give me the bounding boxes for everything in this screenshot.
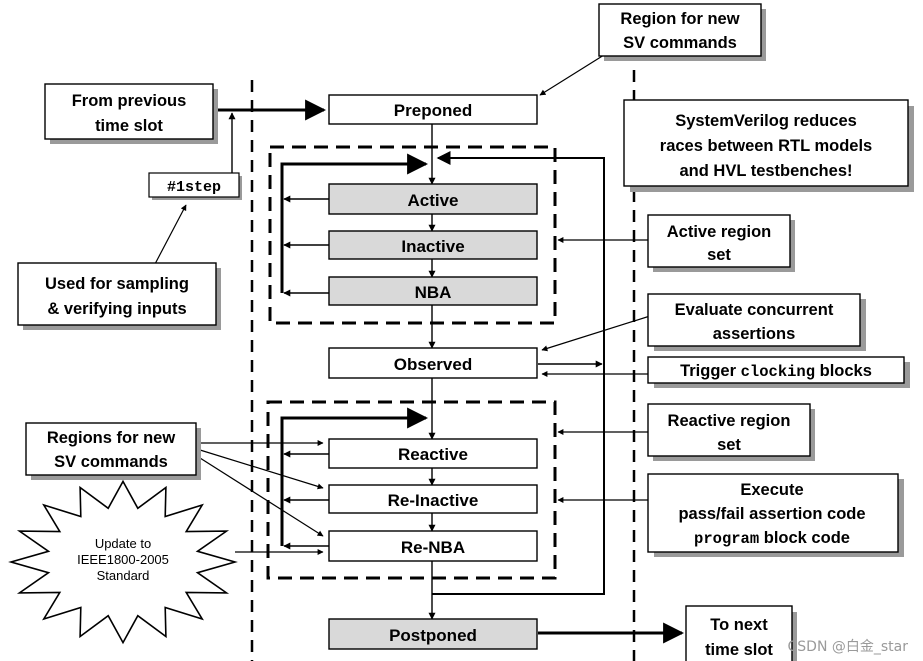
callout-sv-reduces: SystemVerilog reduces races between RTL …	[623, 99, 914, 192]
svg-text:and HVL testbenches!: and HVL testbenches!	[680, 162, 853, 180]
callout-trigger-clocking: Trigger clocking blocks	[647, 356, 910, 388]
svg-text:& verifying inputs: & verifying inputs	[47, 300, 186, 318]
callout-active-region-set: Active region set	[647, 214, 795, 272]
svg-text:#1step: #1step	[167, 179, 221, 196]
svg-text:Evaluate concurrent: Evaluate concurrent	[675, 301, 834, 319]
svg-text:set: set	[717, 436, 741, 454]
svg-text:time slot: time slot	[705, 641, 773, 659]
callout-to-next: To next time slot	[685, 605, 797, 661]
svg-text:set: set	[707, 246, 731, 264]
svg-text:From previous: From previous	[72, 92, 187, 110]
region-observed-label: Observed	[394, 355, 472, 374]
region-reactive: Reactive	[328, 438, 538, 469]
svg-text:SystemVerilog reduces: SystemVerilog reduces	[675, 112, 857, 130]
svg-text:assertions: assertions	[713, 325, 796, 343]
svg-text:Reactive region: Reactive region	[668, 412, 791, 430]
callout-evaluate-concurrent: Evaluate concurrent assertions	[647, 293, 866, 351]
region-preponed: Preponed	[328, 94, 538, 125]
callout-pointers	[154, 54, 651, 555]
region-postponed: Postponed	[328, 618, 538, 650]
callout-execute: Execute pass/fail assertion code program…	[647, 473, 904, 557]
reactive-loop	[280, 407, 429, 550]
callout-regions-new-sv: Regions for new SV commands	[25, 422, 201, 480]
svg-text:SV commands: SV commands	[54, 453, 168, 471]
svg-text:program block code: program block code	[694, 529, 850, 548]
step-label: #1step	[148, 172, 242, 200]
region-inactive: Inactive	[328, 230, 538, 260]
update-starburst: Update to IEEE1800-2005 Standard	[8, 479, 238, 645]
region-inactive-label: Inactive	[401, 237, 464, 256]
region-re-inactive: Re-Inactive	[328, 484, 538, 514]
region-preponed-label: Preponed	[394, 101, 472, 120]
svg-text:races between RTL models: races between RTL models	[660, 137, 872, 155]
region-re-inactive-label: Re-Inactive	[388, 491, 479, 510]
callout-region-new-sv: Region for new SV commands	[598, 3, 766, 61]
region-postponed-label: Postponed	[389, 626, 477, 645]
callout-reactive-region-set: Reactive region set	[647, 403, 815, 461]
svg-text:Update to: Update to	[95, 536, 151, 551]
region-re-nba: Re-NBA	[328, 530, 538, 562]
svg-text:Execute: Execute	[740, 481, 803, 499]
svg-text:Standard: Standard	[97, 568, 150, 583]
region-observed: Observed	[328, 347, 538, 379]
svg-text:Trigger clocking blocks: Trigger clocking blocks	[680, 362, 872, 381]
svg-text:Region for new: Region for new	[620, 10, 739, 28]
svg-text:IEEE1800-2005: IEEE1800-2005	[77, 552, 169, 567]
region-active-label: Active	[407, 191, 458, 210]
region-reactive-label: Reactive	[398, 445, 468, 464]
callout-used-for-sampling: Used for sampling & verifying inputs	[17, 262, 221, 330]
active-loop	[280, 153, 429, 297]
region-active: Active	[328, 183, 538, 215]
region-re-nba-label: Re-NBA	[401, 538, 465, 557]
watermark: CSDN @白金_star	[788, 639, 909, 655]
svg-text:time slot: time slot	[95, 117, 163, 135]
region-nba-label: NBA	[415, 283, 452, 302]
svg-text:Regions for new: Regions for new	[47, 429, 176, 447]
starburst-shape	[8, 479, 238, 645]
active-region-set-box	[268, 145, 557, 325]
region-nba: NBA	[328, 276, 538, 306]
svg-text:To next: To next	[710, 616, 768, 634]
svg-text:Used for sampling: Used for sampling	[45, 275, 189, 293]
callout-from-previous: From previous time slot	[44, 83, 218, 144]
svg-text:pass/fail assertion code: pass/fail assertion code	[678, 505, 865, 523]
outer-loop	[432, 151, 605, 595]
svg-text:Active region: Active region	[667, 223, 772, 241]
svg-text:SV commands: SV commands	[623, 34, 737, 52]
reactive-region-set-box	[266, 400, 557, 580]
